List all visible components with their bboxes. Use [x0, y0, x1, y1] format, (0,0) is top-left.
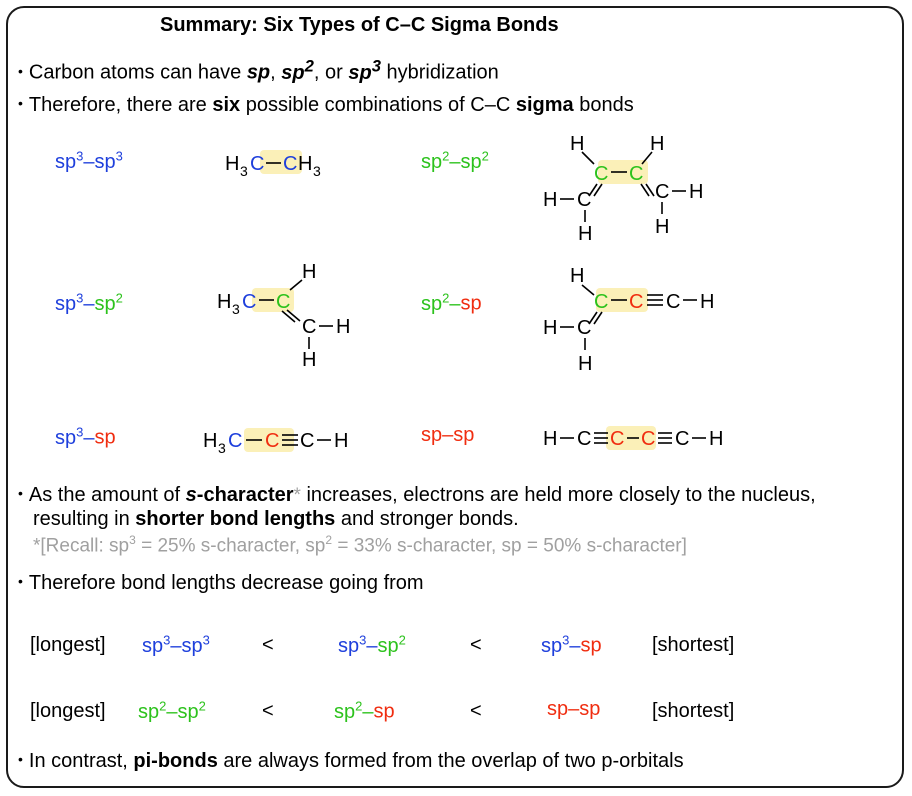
- less-than: <: [262, 634, 274, 656]
- order-item-sp3-sp: sp3–sp: [541, 632, 602, 657]
- summary-frame: [6, 6, 904, 788]
- label-sp3-sp: sp3–sp: [55, 424, 116, 449]
- bullet-point: •: [18, 95, 23, 111]
- order-item-sp3-sp2: sp3–sp2: [338, 632, 406, 657]
- label-sp3-sp2: sp3–sp2: [55, 290, 123, 315]
- order-item-sp2-sp2: sp2–sp2: [138, 698, 206, 723]
- order-item-sp3-sp3: sp3–sp3: [142, 632, 210, 657]
- bullet-s-character-line2: resulting in shorter bond lengths and st…: [33, 508, 519, 530]
- bullet-bond-length-order: •Therefore bond lengths decrease going f…: [18, 572, 424, 594]
- bullet-point: •: [18, 573, 23, 589]
- bullet-hybridization: •Carbon atoms can have sp, sp2, or sp3 h…: [18, 56, 499, 84]
- label-sp2-sp: sp2–sp: [421, 290, 482, 315]
- less-than: <: [470, 634, 482, 656]
- order-shortest-label: [shortest]: [652, 700, 735, 722]
- recall-note: *[Recall: sp3 = 25% s-character, sp2 = 3…: [33, 533, 687, 557]
- page-title: Summary: Six Types of C–C Sigma Bonds: [160, 14, 559, 36]
- bullet-six-combinations: •Therefore, there are six possible combi…: [18, 94, 634, 116]
- less-than: <: [262, 700, 274, 722]
- order-item-sp2-sp: sp2–sp: [334, 698, 395, 723]
- order-item-sp-sp: sp–sp: [547, 698, 601, 720]
- less-than: <: [470, 700, 482, 722]
- order-longest-label: [longest]: [30, 700, 106, 722]
- label-sp3-sp3: sp3–sp3: [55, 148, 123, 173]
- bullet-s-character: •As the amount of s-character* increases…: [18, 484, 816, 506]
- bullet-point: •: [18, 485, 23, 501]
- label-sp-sp: sp–sp: [421, 424, 475, 446]
- bullet-pi-bonds: •In contrast, pi-bonds are always formed…: [18, 750, 684, 772]
- label-sp2-sp2: sp2–sp2: [421, 148, 489, 173]
- bullet-point: •: [18, 751, 23, 767]
- order-longest-label: [longest]: [30, 634, 106, 656]
- order-shortest-label: [shortest]: [652, 634, 735, 656]
- bullet-point: •: [18, 62, 23, 79]
